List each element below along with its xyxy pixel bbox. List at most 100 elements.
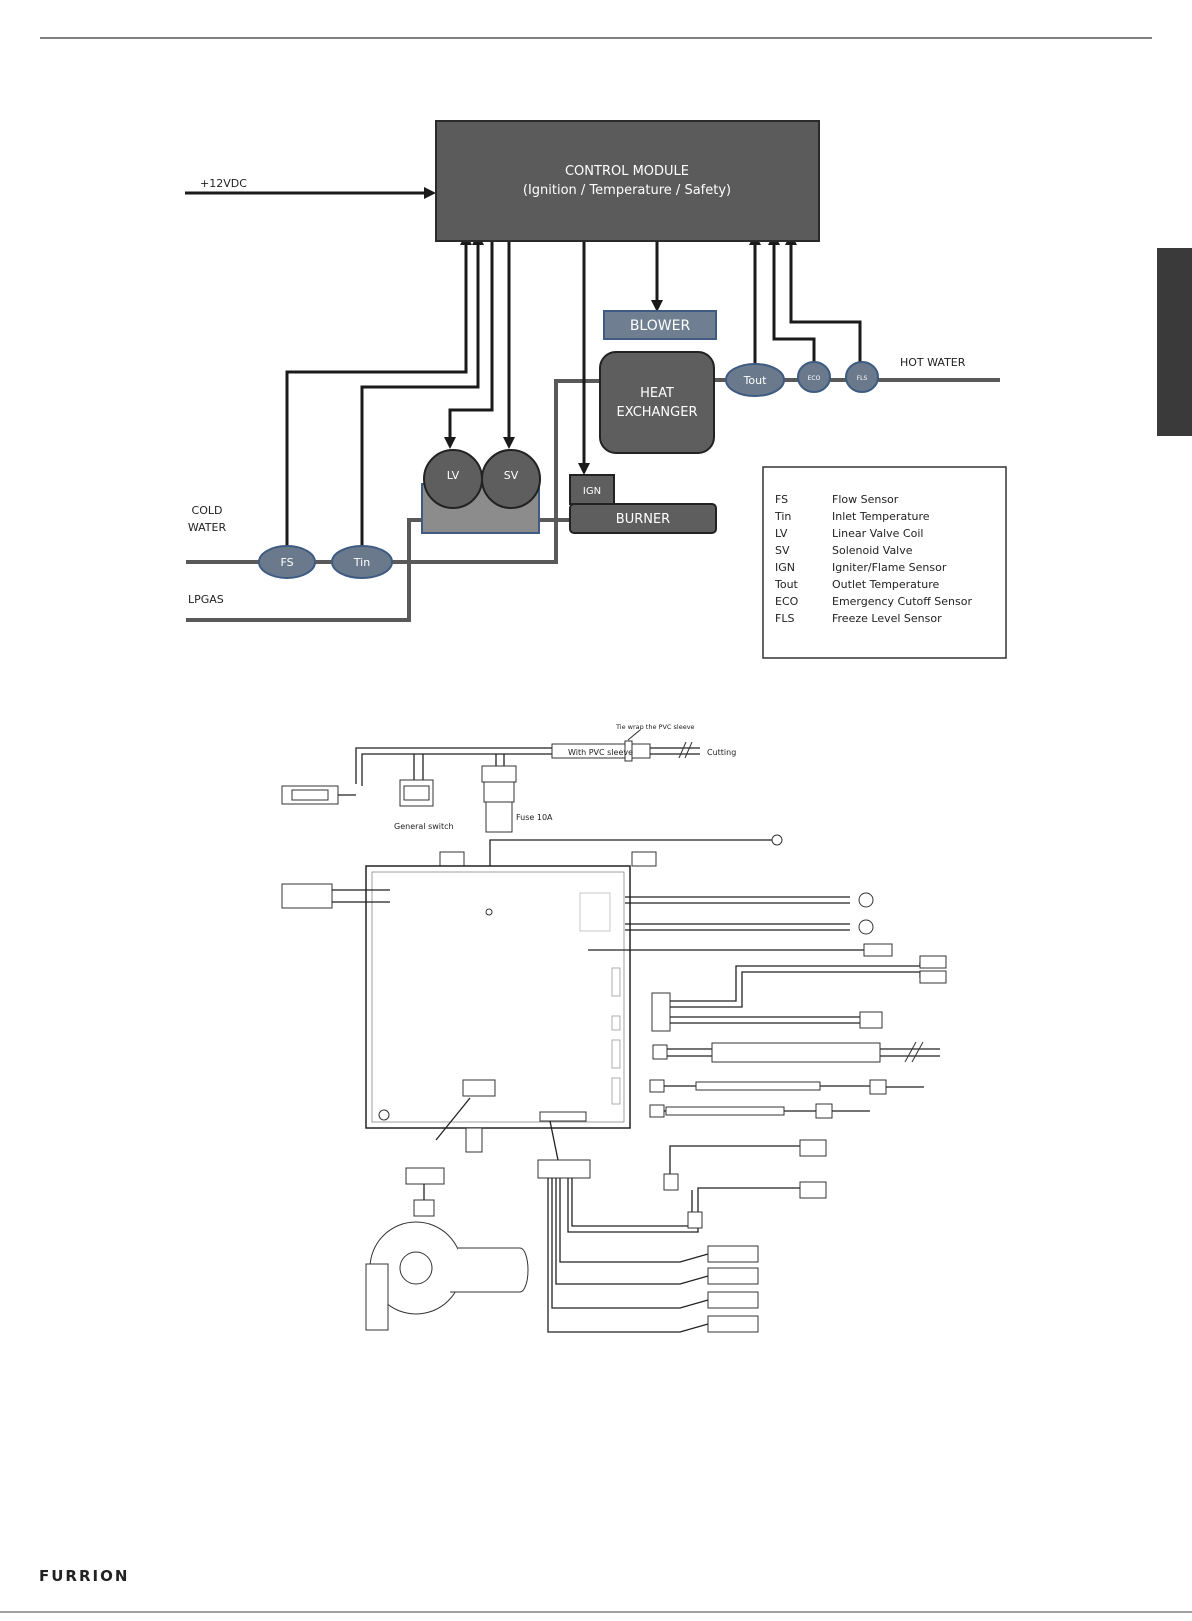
control-module-box bbox=[435, 120, 820, 242]
main-wire-6 bbox=[547, 1178, 709, 1333]
spade-pair-4 bbox=[707, 1315, 759, 1333]
wire-fls bbox=[789, 240, 862, 372]
spade-terminal-b bbox=[919, 970, 947, 984]
wire-lv-arrow bbox=[444, 437, 456, 449]
lp-gas-label: LPGAS bbox=[188, 593, 224, 606]
tin-sensor bbox=[331, 545, 393, 579]
burner-box bbox=[569, 503, 717, 534]
heat-exchanger-box bbox=[599, 351, 715, 454]
main-wire-2-up bbox=[697, 1187, 800, 1212]
output-ring-terminal-1 bbox=[858, 892, 874, 908]
main-wire-5 bbox=[551, 1178, 709, 1309]
burner-label: BURNER bbox=[616, 512, 670, 527]
legend-abbr: SV bbox=[775, 544, 790, 557]
output-plug-1 bbox=[799, 1139, 827, 1157]
tin-label: Tin bbox=[353, 556, 370, 569]
board-connector-2 bbox=[611, 1015, 621, 1031]
block-diagram: CONTROL MODULE (Ignition / Temperature /… bbox=[185, 120, 1007, 659]
main-wire-1 bbox=[571, 1178, 693, 1227]
wire-12vdc-arrow bbox=[424, 187, 436, 199]
heat-exchanger-label-2: EXCHANGER bbox=[617, 405, 698, 420]
sv-label: SV bbox=[504, 469, 519, 482]
sensor-connector-1 bbox=[652, 1044, 668, 1060]
eco-sensor bbox=[797, 361, 831, 393]
fuse-holder bbox=[481, 765, 517, 783]
igniter-box bbox=[569, 474, 615, 505]
legend-box bbox=[762, 466, 1007, 659]
spade-pair-2 bbox=[707, 1267, 759, 1285]
main-header-wire bbox=[549, 1120, 559, 1161]
tout-label: Tout bbox=[743, 374, 768, 387]
tie-wrap-leader bbox=[627, 729, 641, 741]
fuse-label: Fuse 10A bbox=[516, 813, 553, 822]
lv-sv-plug bbox=[859, 1011, 883, 1029]
harness-main-wire-2 bbox=[361, 753, 554, 786]
spade-pair-3 bbox=[707, 1291, 759, 1309]
wire-eco bbox=[772, 240, 816, 372]
legend-abbr: IGN bbox=[775, 561, 795, 574]
board-ground-point bbox=[485, 908, 493, 916]
wire-blower-arrow bbox=[651, 300, 663, 312]
sensor-probe-3 bbox=[815, 1103, 833, 1119]
legend-abbr: FS bbox=[775, 493, 788, 506]
board-blower-header bbox=[462, 1079, 496, 1097]
sensor-sleeve-3 bbox=[665, 1106, 785, 1116]
board-connector-3 bbox=[611, 1039, 621, 1069]
board-mount-hole bbox=[378, 1109, 390, 1121]
blower-mount bbox=[365, 1263, 389, 1331]
control-module-subtitle: (Ignition / Temperature / Safety) bbox=[523, 183, 731, 198]
wire-lv bbox=[448, 240, 494, 441]
output-plug-2 bbox=[799, 1181, 827, 1199]
lv-label: LV bbox=[447, 469, 460, 482]
fls-sensor bbox=[845, 361, 879, 393]
cut-mark bbox=[678, 741, 687, 759]
lv-sv-wire-2 bbox=[670, 971, 921, 1008]
blower-grommet bbox=[413, 1199, 435, 1217]
brand-logo: FURRION bbox=[39, 1567, 129, 1585]
sensor-connector-3 bbox=[649, 1104, 665, 1118]
sensor-connector-2 bbox=[649, 1079, 665, 1093]
inline-connector-2 bbox=[687, 1211, 703, 1229]
control-module-title: CONTROL MODULE bbox=[565, 164, 689, 179]
board-main-header bbox=[539, 1111, 587, 1122]
legend-desc: Flow Sensor bbox=[832, 493, 899, 506]
tie-wrap-label: Tie wrap the PVC sleeve bbox=[615, 723, 695, 731]
blower-box bbox=[603, 310, 717, 340]
board-relay bbox=[579, 892, 611, 932]
ign-label: IGN bbox=[583, 486, 601, 497]
main-wire-1-up bbox=[669, 1145, 800, 1190]
legend-abbr: ECO bbox=[775, 595, 799, 608]
sensor-sleeve-1 bbox=[711, 1042, 881, 1063]
cold-water-label-1: COLD bbox=[192, 504, 223, 517]
spade-pair-1 bbox=[707, 1245, 759, 1263]
wire-sv-arrow bbox=[503, 437, 515, 449]
general-switch-rocker bbox=[403, 785, 430, 801]
sensor-probe-2 bbox=[869, 1079, 887, 1095]
blower-label: BLOWER bbox=[630, 318, 691, 334]
spade-terminal-a bbox=[919, 955, 947, 969]
blower-hub bbox=[399, 1251, 433, 1285]
legend-desc: Linear Valve Coil bbox=[832, 527, 923, 540]
legend-abbr: Tin bbox=[774, 510, 791, 523]
fs-label: FS bbox=[280, 556, 293, 569]
pvc-sleeve-label: With PVC sleeve bbox=[568, 748, 633, 757]
output-ring-terminal-2 bbox=[858, 919, 874, 935]
blower-outlet bbox=[450, 1247, 529, 1293]
input-connector bbox=[281, 883, 333, 909]
sensor-cut-mark bbox=[904, 1041, 917, 1063]
legend-desc: Outlet Temperature bbox=[832, 578, 939, 591]
lv-sv-connector bbox=[651, 992, 671, 1032]
board-connector-1 bbox=[611, 967, 621, 997]
tout-sensor bbox=[725, 363, 785, 397]
hot-water-label: HOT WATER bbox=[900, 356, 966, 369]
wire-fs bbox=[285, 240, 468, 562]
fuse-cap bbox=[485, 801, 513, 833]
legend-entries: FS Flow Sensor Tin Inlet Temperature LV … bbox=[774, 493, 972, 625]
general-switch-label: General switch bbox=[394, 822, 454, 831]
sensor-cut-mark-2 bbox=[911, 1041, 924, 1063]
wire-tin bbox=[360, 240, 480, 562]
legend-desc: Inlet Temperature bbox=[832, 510, 930, 523]
cut-mark-2 bbox=[684, 741, 693, 759]
